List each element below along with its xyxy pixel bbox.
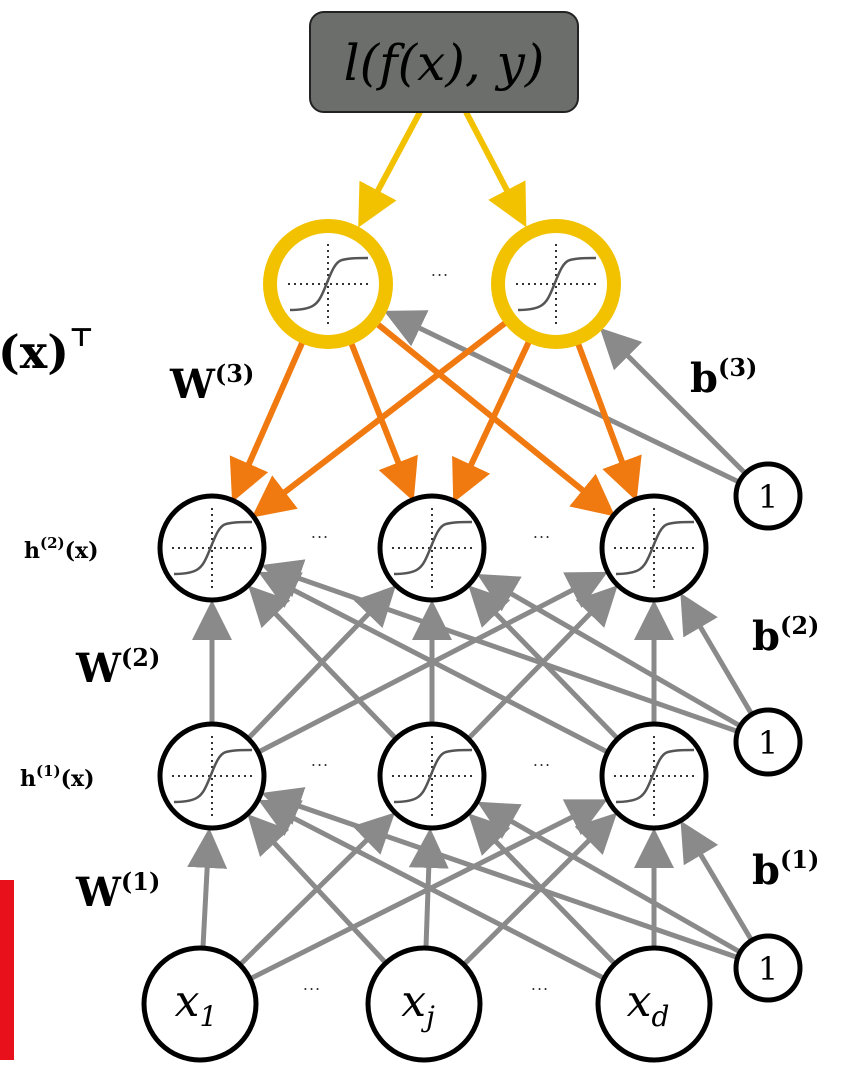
weight-arrow-w2 [248,585,397,739]
hidden2-label: h(2)(x) [24,534,99,564]
hidden2-neuron-3 [599,493,709,603]
svg-text:1: 1 [758,478,778,516]
input-dots-2: ... [531,975,549,994]
weight-arrow-w3 [229,341,306,503]
loss-node: l(f(x), y) [309,11,579,113]
svg-text:1: 1 [758,950,778,988]
bias-label-b2: b(2) [752,611,819,660]
hidden1-neuron-1 [157,721,267,831]
loss-arrow [358,110,423,228]
weight-arrow-w1 [250,799,608,981]
bias-label-b1: b(1) [752,845,819,894]
bias-arrow-b1 [261,787,737,960]
weight-label-w2: W(2) [75,643,160,692]
hidden1-dots-1: ... [311,751,329,770]
svg-text:x1: x1 [175,976,218,1033]
bias-arrow-b1 [680,820,753,941]
weight-arrow-w1 [463,812,618,965]
bias-arrow-b3 [383,310,739,484]
bias-node-1: 1 [733,933,803,1003]
weight-arrow-w2 [258,571,608,754]
orange-weight-arrows [229,320,642,518]
hidden1-label: h(1)(x) [20,762,95,792]
hidden2-neuron-2 [377,493,487,603]
bias-arrow-b1 [477,801,740,954]
input-dots-1: ... [303,975,321,994]
hidden1-dots-2: ... [533,751,551,770]
weight-arrow-w3 [575,342,642,502]
weight-label-w3: W(3) [169,359,254,408]
weight-arrow-w1 [187,827,228,947]
input-node-x1: x1 [141,945,259,1063]
hidden2-dots-1: ... [311,523,329,542]
bias-arrow-b2 [477,574,740,728]
bias-node-3: 1 [733,461,803,531]
output-dots: ... [431,261,449,280]
bias-arrow-b2 [680,592,753,714]
svg-text:xd: xd [627,976,670,1033]
hidden2-dots-2: ... [533,523,551,542]
svg-text:1: 1 [758,724,778,762]
yellow-loss-arrows [358,110,527,228]
bias-arrow-b3 [599,327,746,474]
svg-text:xj: xj [401,976,435,1033]
hidden2-neuron-1 [157,493,267,603]
cropped-transpose-text: (x)⊤ [0,323,94,379]
red-edge-bar [0,880,14,1060]
input-node-xd: xd [595,945,713,1063]
input-node-xj: xj [365,945,483,1063]
weight-arrow-w3 [251,320,508,518]
bias-arrow-b2 [261,559,737,734]
output-neuron-1 [263,219,393,349]
loss-label: l(f(x), y) [344,34,545,92]
hidden1-neuron-3 [599,721,709,831]
hidden1-neuron-2 [377,721,487,831]
weight-arrow-w1 [408,827,449,947]
bias-node-2: 1 [733,707,803,777]
gray-weight-arrows [187,310,753,981]
weight-arrow-w1 [247,814,387,964]
loss-arrow [463,110,527,228]
weight-arrow-w1 [239,812,395,966]
weight-arrow-w1 [258,799,604,980]
weight-arrow-w2 [247,585,396,739]
weight-label-w1: W(1) [75,867,160,916]
output-neuron-2 [491,219,621,349]
weight-arrow-w3 [452,340,532,503]
weight-arrow-w2 [258,571,608,754]
bias-label-b3: b(3) [690,353,757,402]
